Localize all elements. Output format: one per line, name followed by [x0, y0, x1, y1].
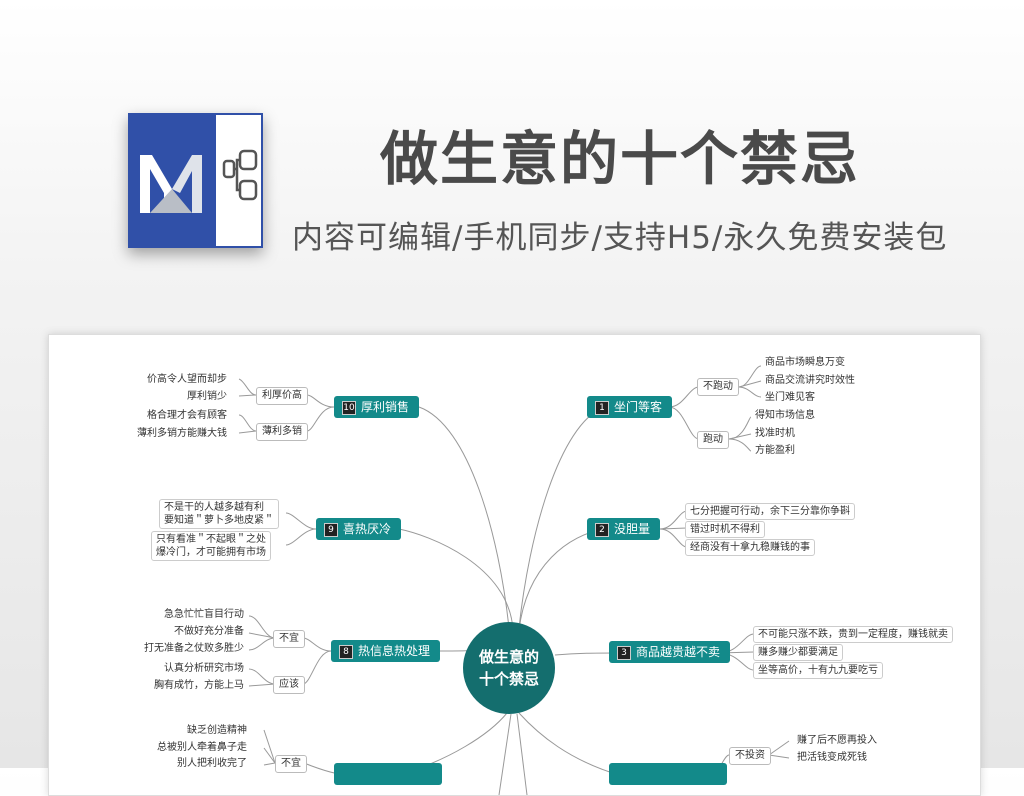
leaf[interactable]: 赚了后不愿再投入 [797, 735, 877, 746]
leaf-line: 不是干的人越多越有利 [164, 502, 264, 513]
topic-2[interactable]: 2 没胆量 [587, 518, 661, 540]
leaf[interactable]: 找准时机 [755, 428, 795, 439]
topic-8[interactable]: 8 热信息热处理 [331, 640, 441, 662]
mindmap-canvas: 做生意的 十个禁忌 1 坐门等客 不跑动 跑动 商品市场瞬息万变 商品交流讲究时效… [48, 334, 981, 796]
subtopic-no-invest[interactable]: 不投资 [729, 747, 771, 765]
leaf[interactable]: 错过时机不得利 [685, 521, 765, 538]
topic-label: 没胆量 [614, 522, 651, 536]
leaf-group[interactable]: 只有看准＂不起眼＂之处 爆冷门，才可能拥有市场 [151, 531, 271, 561]
topic-label: 热信息热处理 [358, 644, 431, 658]
topic-9[interactable]: 9 喜热厌冷 [316, 518, 402, 540]
subtopic-avoid-2[interactable]: 不宜 [275, 755, 307, 773]
central-topic-line2: 十个禁忌 [478, 670, 539, 688]
topic-label: 厚利销售 [361, 400, 410, 414]
leaf-line: 只有看准＂不起眼＂之处 [156, 534, 266, 545]
leaf[interactable]: 坐门难见客 [765, 392, 815, 403]
leaf[interactable]: 坐等高价，十有九九要吃亏 [753, 662, 883, 679]
logo-blue-panel [128, 113, 214, 248]
topic-number-badge: 8 [339, 644, 353, 659]
app-logo [128, 113, 263, 248]
leaf[interactable]: 商品交流讲究时效性 [765, 375, 855, 386]
leaf-line: 爆冷门，才可能拥有市场 [156, 547, 266, 558]
topic-number-badge: 3 [617, 645, 631, 660]
leaf[interactable]: 厚利销少 [187, 391, 227, 402]
central-topic-line1: 做生意的 [478, 648, 539, 666]
leaf-group[interactable]: 不是干的人越多越有利 要知道＂萝卜多地皮紧＂ [159, 499, 279, 529]
leaf[interactable]: 格合理才会有顾客 [147, 410, 227, 421]
topic-label: 坐门等客 [614, 400, 663, 414]
topic-7[interactable] [334, 763, 442, 785]
subtopic-running[interactable]: 跑动 [697, 431, 729, 449]
subtopic-should[interactable]: 应该 [273, 676, 305, 694]
topic-1[interactable]: 1 坐门等客 [587, 396, 673, 418]
subtopic-high-profit[interactable]: 利厚价高 [256, 387, 308, 405]
leaf[interactable]: 别人把利收完了 [177, 758, 247, 769]
leaf[interactable]: 不做好充分准备 [174, 626, 244, 637]
leaf[interactable]: 经商没有十拿九稳赚钱的事 [685, 539, 815, 556]
leaf[interactable]: 把活钱变成死钱 [797, 752, 867, 763]
leaf[interactable]: 认真分析研究市场 [164, 663, 244, 674]
leaf[interactable]: 得知市场信息 [755, 410, 815, 421]
page-title: 做生意的十个禁忌 [379, 125, 860, 193]
topic-4[interactable] [609, 763, 727, 785]
leaf[interactable]: 打无准备之仗败多胜少 [144, 643, 244, 654]
leaf[interactable]: 薄利多销方能赚大钱 [137, 428, 227, 439]
central-topic[interactable]: 做生意的 十个禁忌 [463, 622, 555, 714]
leaf[interactable]: 七分把握可行动，余下三分靠你争斟 [685, 503, 855, 520]
topic-3[interactable]: 3 商品越贵越不卖 [609, 641, 731, 663]
leaf[interactable]: 方能盈利 [755, 445, 795, 456]
topic-number-badge: 2 [595, 522, 609, 537]
topic-number-badge: 1 [595, 400, 609, 415]
leaf[interactable]: 价高令人望而却步 [147, 374, 227, 385]
topic-10[interactable]: 10 厚利销售 [334, 396, 420, 418]
logo-map-panel [214, 113, 263, 248]
subtopic-avoid[interactable]: 不宜 [273, 630, 305, 648]
leaf-line: 要知道＂萝卜多地皮紧＂ [164, 515, 274, 526]
leaf[interactable]: 赚多赚少都要满足 [753, 644, 843, 661]
leaf[interactable]: 胸有成竹，方能上马 [154, 680, 244, 691]
subtopic-thin-margin[interactable]: 薄利多销 [256, 423, 308, 441]
subtopic-not-running[interactable]: 不跑动 [697, 378, 739, 396]
topic-number-badge: 9 [324, 522, 338, 537]
topic-number-badge: 10 [342, 400, 356, 415]
leaf[interactable]: 商品市场瞬息万变 [765, 357, 845, 368]
leaf[interactable]: 急急忙忙盲目行动 [164, 609, 244, 620]
leaf[interactable]: 不可能只涨不跌，贵到一定程度，赚钱就卖 [753, 626, 953, 643]
mindmap-icon [222, 149, 258, 201]
leaf[interactable]: 总被别人牵着鼻子走 [157, 742, 247, 753]
topic-label: 喜热厌冷 [343, 522, 392, 536]
page-subtitle: 内容可编辑/手机同步/支持H5/永久免费安装包 [292, 220, 948, 256]
topic-label: 商品越贵越不卖 [636, 645, 721, 659]
logo-m-icon [140, 155, 202, 213]
leaf[interactable]: 缺乏创造精神 [187, 725, 247, 736]
